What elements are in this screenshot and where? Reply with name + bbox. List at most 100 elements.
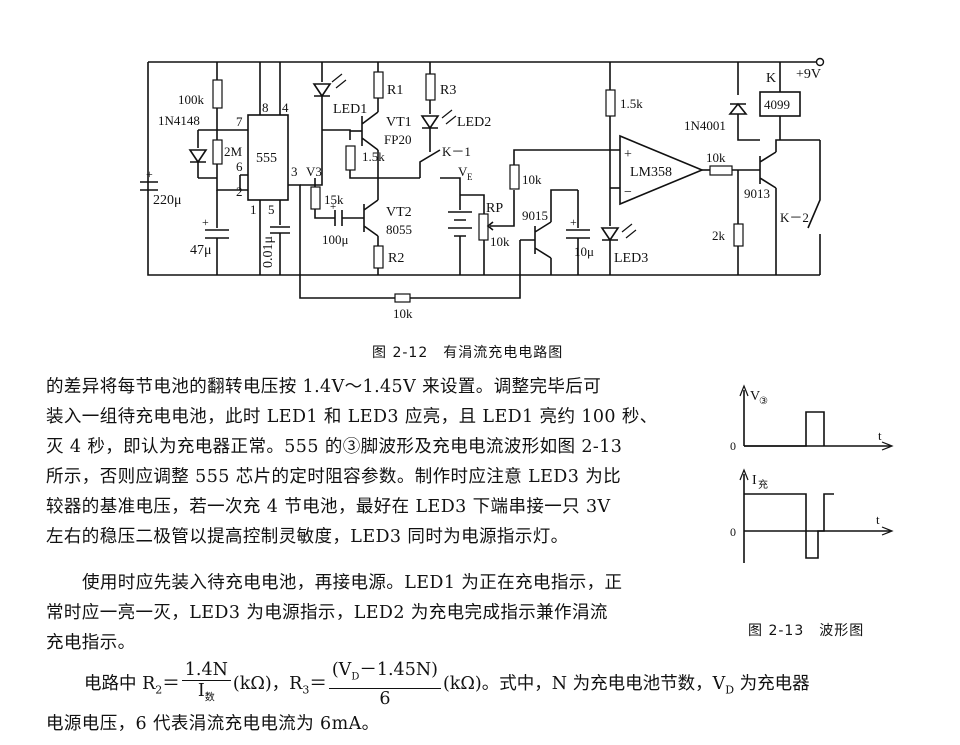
text-line: 灭 4 秒，即认为充电器正常。555 的③脚波形及充电电流波形如图 2-13 [46, 437, 623, 457]
label-r100k: 100k [178, 92, 205, 107]
current-wave [744, 493, 834, 559]
label-r10k-rp: 10k [490, 234, 510, 249]
label-led1: LED1 [333, 102, 367, 117]
label-k2: K－2 [780, 210, 809, 225]
fraction-r2-numerator: 1.4N [181, 660, 231, 681]
label-cap100u: 100μ [322, 232, 349, 247]
label-vt1: VT1 [386, 115, 412, 130]
fraction-r3-num-rest: －1.45N) [359, 660, 438, 680]
svg-text:+: + [146, 167, 153, 181]
waveform-v3-label: V [750, 389, 760, 404]
text-line: 左右的稳压二极管以提高控制灵敏度，LED3 同时为电源指示灯。 [46, 527, 569, 547]
label-r2k: 2k [712, 228, 726, 243]
label-r3: R3 [440, 83, 456, 98]
label-v3: V3 [306, 164, 322, 179]
formula-unit1: (kΩ)，R [232, 673, 303, 694]
label-t9015: 9015 [522, 208, 548, 223]
waveform-i-label: I [752, 473, 757, 488]
label-r2m: 2M [224, 144, 243, 159]
fraction-r3-numerator: (VD－1.45N) [328, 660, 441, 689]
label-ic4099: 4099 [764, 97, 790, 112]
label-d1n4148: 1N4148 [158, 113, 200, 128]
formula-eq2: ＝ [309, 673, 327, 694]
label-k: K [766, 71, 776, 86]
formula-vd-sub: D [725, 683, 735, 697]
opamp-lm358 [619, 134, 705, 206]
waveform-t2: t [876, 512, 880, 527]
label-r15k-b: 15k [324, 192, 344, 207]
formula-suffix: 为充电器 [734, 673, 810, 694]
label-r1: R1 [387, 83, 403, 98]
text-line: 的差异将每节电池的翻转电压按 1.4V～1.45V 来设置。调整完毕后可 [46, 377, 602, 397]
label-d1n4001: 1N4001 [684, 118, 726, 133]
label-pin1: 1 [250, 202, 257, 217]
waveform-figure: V ③ t 0 I 充 t 0 [730, 384, 894, 563]
label-r10k-b: 10k [706, 150, 726, 165]
label-cap47u: 47μ [190, 243, 212, 258]
paragraph-2: 使用时应先装入待充电电池，再接电源。LED1 为正在充电指示，正 常时应一亮一灭… [46, 568, 726, 658]
label-pin4: 4 [282, 100, 289, 115]
formula-r2-sub: 2 [155, 683, 163, 697]
waveform-i-sub: 充 [758, 478, 768, 491]
fraction-r2-den-sub: 数 [204, 692, 215, 704]
formula-eq: ＝ [162, 673, 180, 694]
fraction-r3: (VD－1.45N)6 [328, 660, 441, 709]
svg-text:+: + [570, 215, 577, 229]
text-line: 所示，否则应调整 555 芯片的定时阻容参数。制作时应注意 LED3 为比 [46, 467, 622, 487]
label-plus: + [624, 147, 632, 162]
formula-r3-sub: 3 [302, 683, 310, 697]
label-pin7: 7 [236, 114, 243, 129]
label-pin2: 2 [236, 184, 243, 199]
label-led3: LED3 [614, 251, 648, 266]
ic-555 [247, 114, 289, 201]
label-led2: LED2 [457, 115, 491, 130]
label-t8055: 8055 [386, 222, 412, 237]
fraction-r2-den-text: I [197, 681, 205, 701]
label-pin5: 5 [268, 202, 275, 217]
waveform-v3-sub: ③ [759, 396, 768, 407]
figure-213-caption: 图 2-13 波形图 [748, 623, 865, 639]
label-ve-sub: E [467, 172, 473, 182]
label-r10k-bottom: 10k [393, 306, 413, 321]
waveform-zero2: 0 [730, 525, 736, 539]
label-vt2: VT2 [386, 205, 412, 220]
label-pin3: 3 [291, 164, 298, 179]
label-rp: RP [486, 201, 503, 216]
label-r15k-c: 1.5k [620, 96, 643, 111]
circuit-diagram: + 220μ 100k 1N4148 2M + 47μ 555 8 4 7 6 … [140, 57, 825, 321]
fraction-r3-num-text: (V [331, 660, 352, 680]
label-ic555: 555 [256, 151, 277, 166]
fraction-r2-denominator: I数 [182, 681, 231, 709]
label-pin8: 8 [262, 100, 269, 115]
text-line: 较器的基准电压，若一次充 4 节电池，最好在 LED3 下端串接一只 3V [46, 497, 611, 517]
label-t9013: 9013 [744, 186, 770, 201]
label-minus: − [624, 185, 632, 200]
label-cap001u: 0.01μ [261, 236, 276, 268]
label-pin6: 6 [236, 159, 243, 174]
fraction-r3-denominator: 6 [379, 688, 391, 709]
svg-text:+: + [202, 215, 209, 229]
label-cap220u: 220μ [153, 193, 182, 208]
text-line: 常时应一亮一灭，LED3 为电源指示，LED2 为充电完成指示兼作涓流 [46, 603, 608, 623]
waveform-zero1: 0 [730, 439, 736, 453]
paragraph-1: 的差异将每节电池的翻转电压按 1.4V～1.45V 来设置。调整完毕后可 装入一… [46, 372, 726, 552]
label-ve: V [458, 164, 468, 179]
label-plus9v: +9V [796, 67, 821, 82]
svg-text:+: + [330, 201, 336, 213]
label-cap10u: 10μ [574, 244, 594, 259]
text-line: 使用时应先装入待充电电池，再接电源。LED1 为正在充电指示，正 [82, 573, 623, 593]
text-line: 充电指示。 [46, 633, 136, 653]
formula-prefix: 电路中 R [84, 673, 156, 694]
label-r2: R2 [388, 251, 404, 266]
fraction-r3-num-sub: D [351, 671, 360, 683]
text-line: 装入一组待充电电池，此时 LED1 和 LED3 应亮，且 LED1 亮约 10… [46, 407, 658, 427]
label-lm358: LM358 [630, 165, 672, 180]
label-r15k-a: 1.5k [362, 149, 385, 164]
formula-unit2: (kΩ)。式中，N 为充电电池节数，V [442, 673, 726, 694]
waveform-t1: t [878, 428, 882, 443]
last-line: 电源电压，6 代表涓流充电电流为 6mA。 [46, 714, 380, 734]
label-k1: K－1 [442, 144, 471, 159]
